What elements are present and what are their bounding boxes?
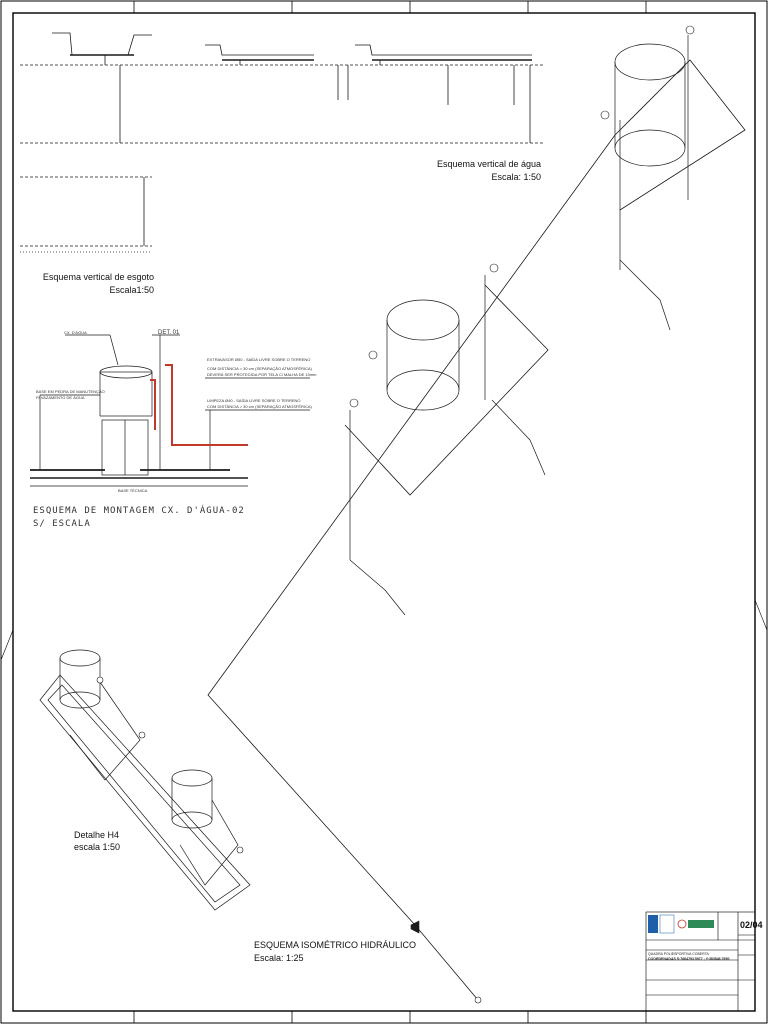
label-det: DET. 01 (158, 330, 180, 336)
label-extravasor: EXTRAVASOR Ø50 - SAÍDA LIVRE SOBRE O TER… (207, 357, 311, 362)
title-block-logos (648, 914, 714, 934)
project-line-2: COORDENADAS S:7664793.5977 ; Y:383846.76… (648, 957, 730, 961)
agua-scheme-title: Esquema vertical de água (436, 159, 541, 169)
agua-scheme-scale: Escala: 1:50 (491, 172, 541, 182)
detalhe-title: Detalhe H4 (74, 830, 120, 840)
montagem-diagram (30, 334, 310, 487)
isometric-main-line (207, 59, 746, 1001)
isometric-tank-2 (349, 275, 546, 616)
label-cx-agua: CX. D'ÁGUA (64, 330, 87, 335)
sheet-number: 02/04 (740, 920, 763, 930)
isometrico-scale: Escala: 1:25 (254, 953, 304, 963)
label-extravasor-note1: COM DISTÂNCIA > 30 cm (SEPARAÇÃO ATMOSFÉ… (207, 366, 312, 371)
isometrico-title: ESQUEMA ISOMÉTRICO HIDRÁULICO (254, 940, 417, 950)
esgoto-vertical-scheme (20, 176, 152, 253)
esgoto-scheme-scale: Escala1:50 (109, 285, 154, 295)
isometric-tank-1 (614, 35, 689, 331)
title-block (645, 911, 756, 1012)
detalhe-h4 (39, 649, 251, 911)
label-manutencao: BASE EM PEDRA DE MANUTENÇÃO (36, 389, 105, 394)
detalhe-scale: escala 1:50 (74, 842, 121, 852)
label-extravasor-note2: DEVERÁ SER PROTEGIDA POR TELA C/ MALHA D… (207, 372, 317, 377)
montagem-scale: S/ ESCALA (33, 519, 91, 529)
montagem-red-pipes (150, 364, 248, 446)
agua-vertical-scheme (20, 32, 545, 144)
label-manutencao-note: P/ VAZAMENTO DE ÁGUA (36, 395, 85, 400)
esgoto-scheme-title: Esquema vertical de esgoto (42, 272, 154, 282)
label-limpeza: LIMPEZA Ø40 - SAÍDA LIVRE SOBRE O TERREN… (207, 398, 301, 403)
valve-symbols (96, 25, 695, 1004)
label-limpeza-note: COM DISTÂNCIA > 30 cm (SEPARAÇÃO ATMOSFÉ… (207, 404, 312, 409)
project-line-1: QUADRA POLIESPORTIVA COBERTA (648, 952, 709, 956)
montagem-title: ESQUEMA DE MONTAGEM CX. D'ÁGUA-02 (33, 506, 245, 516)
label-base: BASE TÉCNICA (118, 488, 148, 493)
